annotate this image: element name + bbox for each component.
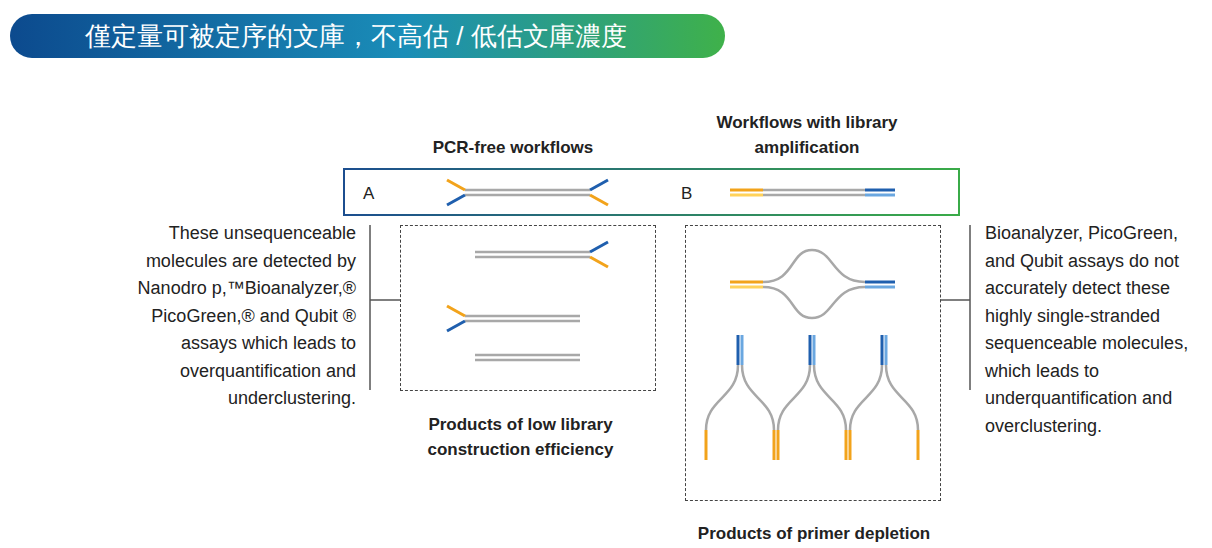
adapter-orange xyxy=(590,195,608,205)
adapter-blue xyxy=(590,180,608,190)
adapter-lightblue xyxy=(813,335,816,365)
adapter-orange xyxy=(447,180,465,190)
workflow-frame xyxy=(344,169,959,215)
adapter-orange xyxy=(777,430,780,460)
adapter-orange xyxy=(705,430,708,460)
ss-strand xyxy=(850,365,882,430)
adapter-lightblue xyxy=(741,335,744,365)
adapter-orange xyxy=(917,430,920,460)
adapter-orange xyxy=(849,430,852,460)
adapter-yellow xyxy=(730,194,763,197)
workflow-box: AB xyxy=(343,168,960,216)
adapter-blue xyxy=(881,335,884,365)
adapter-blue xyxy=(447,321,465,331)
box-caption: Products of low library construction eff… xyxy=(413,412,628,462)
dna-insert xyxy=(475,355,580,360)
ss-strand xyxy=(814,365,846,430)
bubble-strand xyxy=(763,250,865,282)
product-box: Products of low library construction eff… xyxy=(400,225,656,391)
adapter-blue xyxy=(865,281,895,284)
ss-strand xyxy=(742,365,774,430)
bubble-strand xyxy=(763,287,865,318)
panel-letter: A xyxy=(363,181,374,206)
bracket-line xyxy=(370,225,400,390)
bracket-line xyxy=(940,225,970,390)
adapter-blue xyxy=(590,242,608,252)
ss-strand xyxy=(706,365,738,430)
dna-insert xyxy=(465,316,580,321)
product-box: Products of primer depletion xyxy=(685,225,941,501)
adapter-blue xyxy=(447,195,465,205)
adapter-orange xyxy=(590,257,608,267)
dna-insert xyxy=(475,252,590,257)
adapter-blue xyxy=(737,335,740,365)
adapter-lightblue xyxy=(865,194,895,197)
adapter-lightblue xyxy=(885,335,888,365)
adapter-orange xyxy=(447,306,465,316)
adapter-orange xyxy=(730,281,763,284)
adapter-lightblue xyxy=(865,286,895,289)
workflow-heading: PCR-free workflows xyxy=(403,136,623,160)
workflow-heading: Workflows with library amplification xyxy=(712,110,902,160)
adapter-orange xyxy=(730,189,763,192)
title: 僅定量可被定序的文庫，不高估 / 低估文庫濃度 xyxy=(85,20,627,52)
dna-insert xyxy=(763,190,865,195)
adapter-blue xyxy=(809,335,812,365)
title-band xyxy=(10,14,725,58)
adapter-orange xyxy=(845,430,848,460)
box-caption: Products of primer depletion xyxy=(666,521,962,546)
adapter-orange xyxy=(773,430,776,460)
note-text: These unsequenceable molecules are detec… xyxy=(100,220,356,413)
adapter-blue xyxy=(865,189,895,192)
ss-strand xyxy=(778,365,810,430)
ss-strand xyxy=(886,365,918,430)
dna-insert xyxy=(465,190,590,195)
note-text: Bioanalyzer, PicoGreen, and Qubit assays… xyxy=(985,220,1204,440)
adapter-yellow xyxy=(730,286,763,289)
panel-letter: B xyxy=(681,181,692,206)
